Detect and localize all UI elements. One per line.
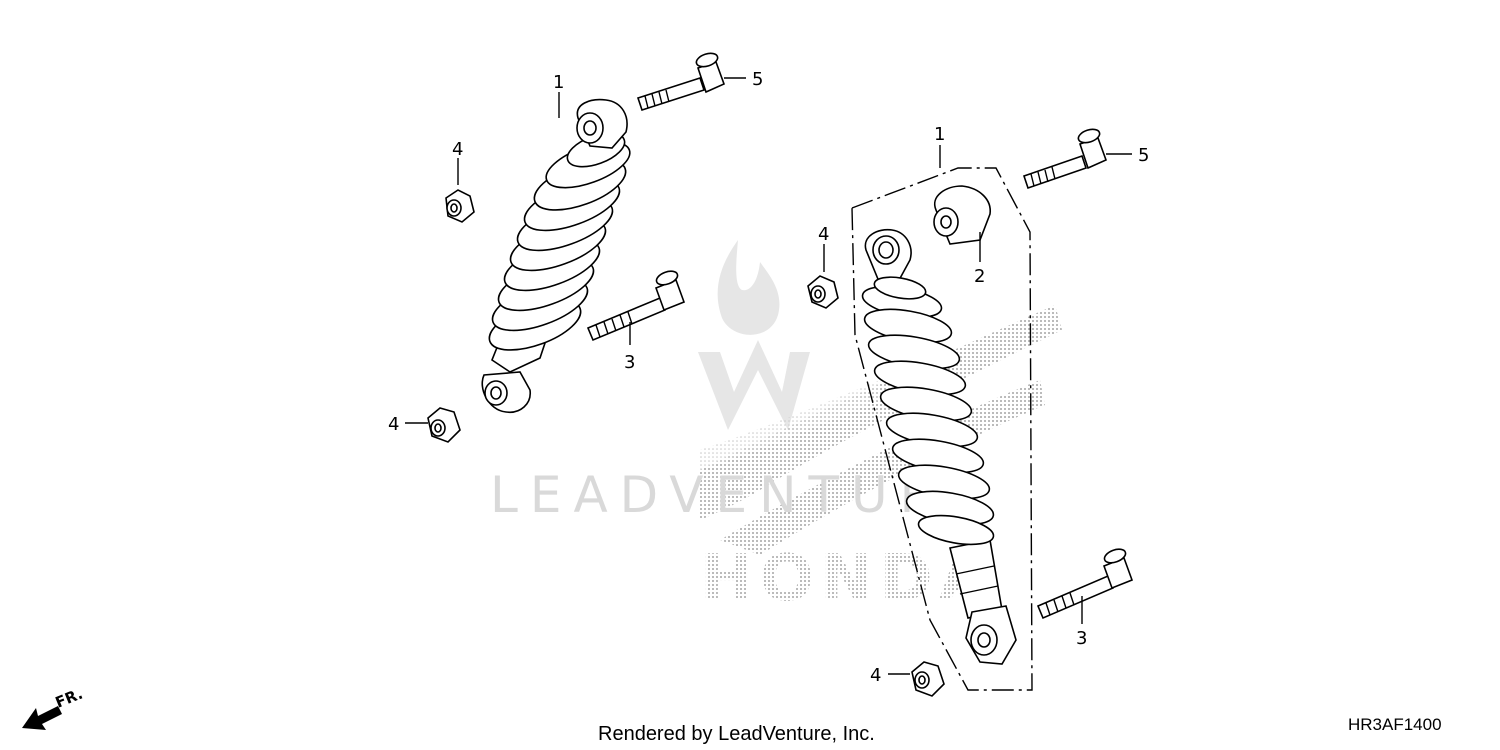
right-upper-bolt	[1022, 128, 1108, 190]
left-upper-nut	[445, 189, 475, 223]
front-direction-indicator: FR.	[22, 685, 85, 730]
right-assembly-outline	[851, 167, 1033, 691]
left-upper-bolt	[636, 52, 726, 112]
callout-right-shock[interactable]: 1	[934, 124, 945, 145]
callout-right-lower-nut[interactable]: 4	[870, 665, 881, 686]
callout-left-lower-bolt[interactable]: 3	[624, 352, 635, 373]
honda-brand-watermark: HONDA	[700, 542, 994, 616]
callout-left-lower-nut[interactable]: 4	[388, 414, 399, 435]
diagram-code: HR3AF1400	[1348, 715, 1442, 734]
front-direction-label: FR.	[53, 685, 86, 712]
callout-right-upper-nut[interactable]: 4	[818, 224, 829, 245]
left-lower-nut	[427, 407, 461, 443]
left-shock-absorber	[481, 98, 631, 414]
right-shock-absorber	[861, 228, 1017, 665]
callout-right-bushing[interactable]: 2	[974, 266, 985, 287]
footer-credit: Rendered by LeadVenture, Inc.	[598, 723, 875, 745]
callout-left-shock[interactable]: 1	[553, 72, 564, 93]
front-arrow-icon	[22, 706, 62, 730]
callout-right-lower-bolt[interactable]: 3	[1076, 628, 1087, 649]
right-upper-nut	[807, 275, 839, 309]
callout-right-upper-bolt[interactable]: 5	[1138, 145, 1149, 166]
left-lower-bolt	[586, 270, 686, 342]
leadventure-logo-watermark	[698, 240, 810, 430]
right-lower-bolt	[1036, 548, 1134, 620]
right-lower-nut	[911, 661, 945, 697]
callout-left-upper-bolt[interactable]: 5	[752, 69, 763, 90]
callout-left-upper-nut[interactable]: 4	[452, 139, 463, 160]
right-bushing	[933, 185, 991, 245]
